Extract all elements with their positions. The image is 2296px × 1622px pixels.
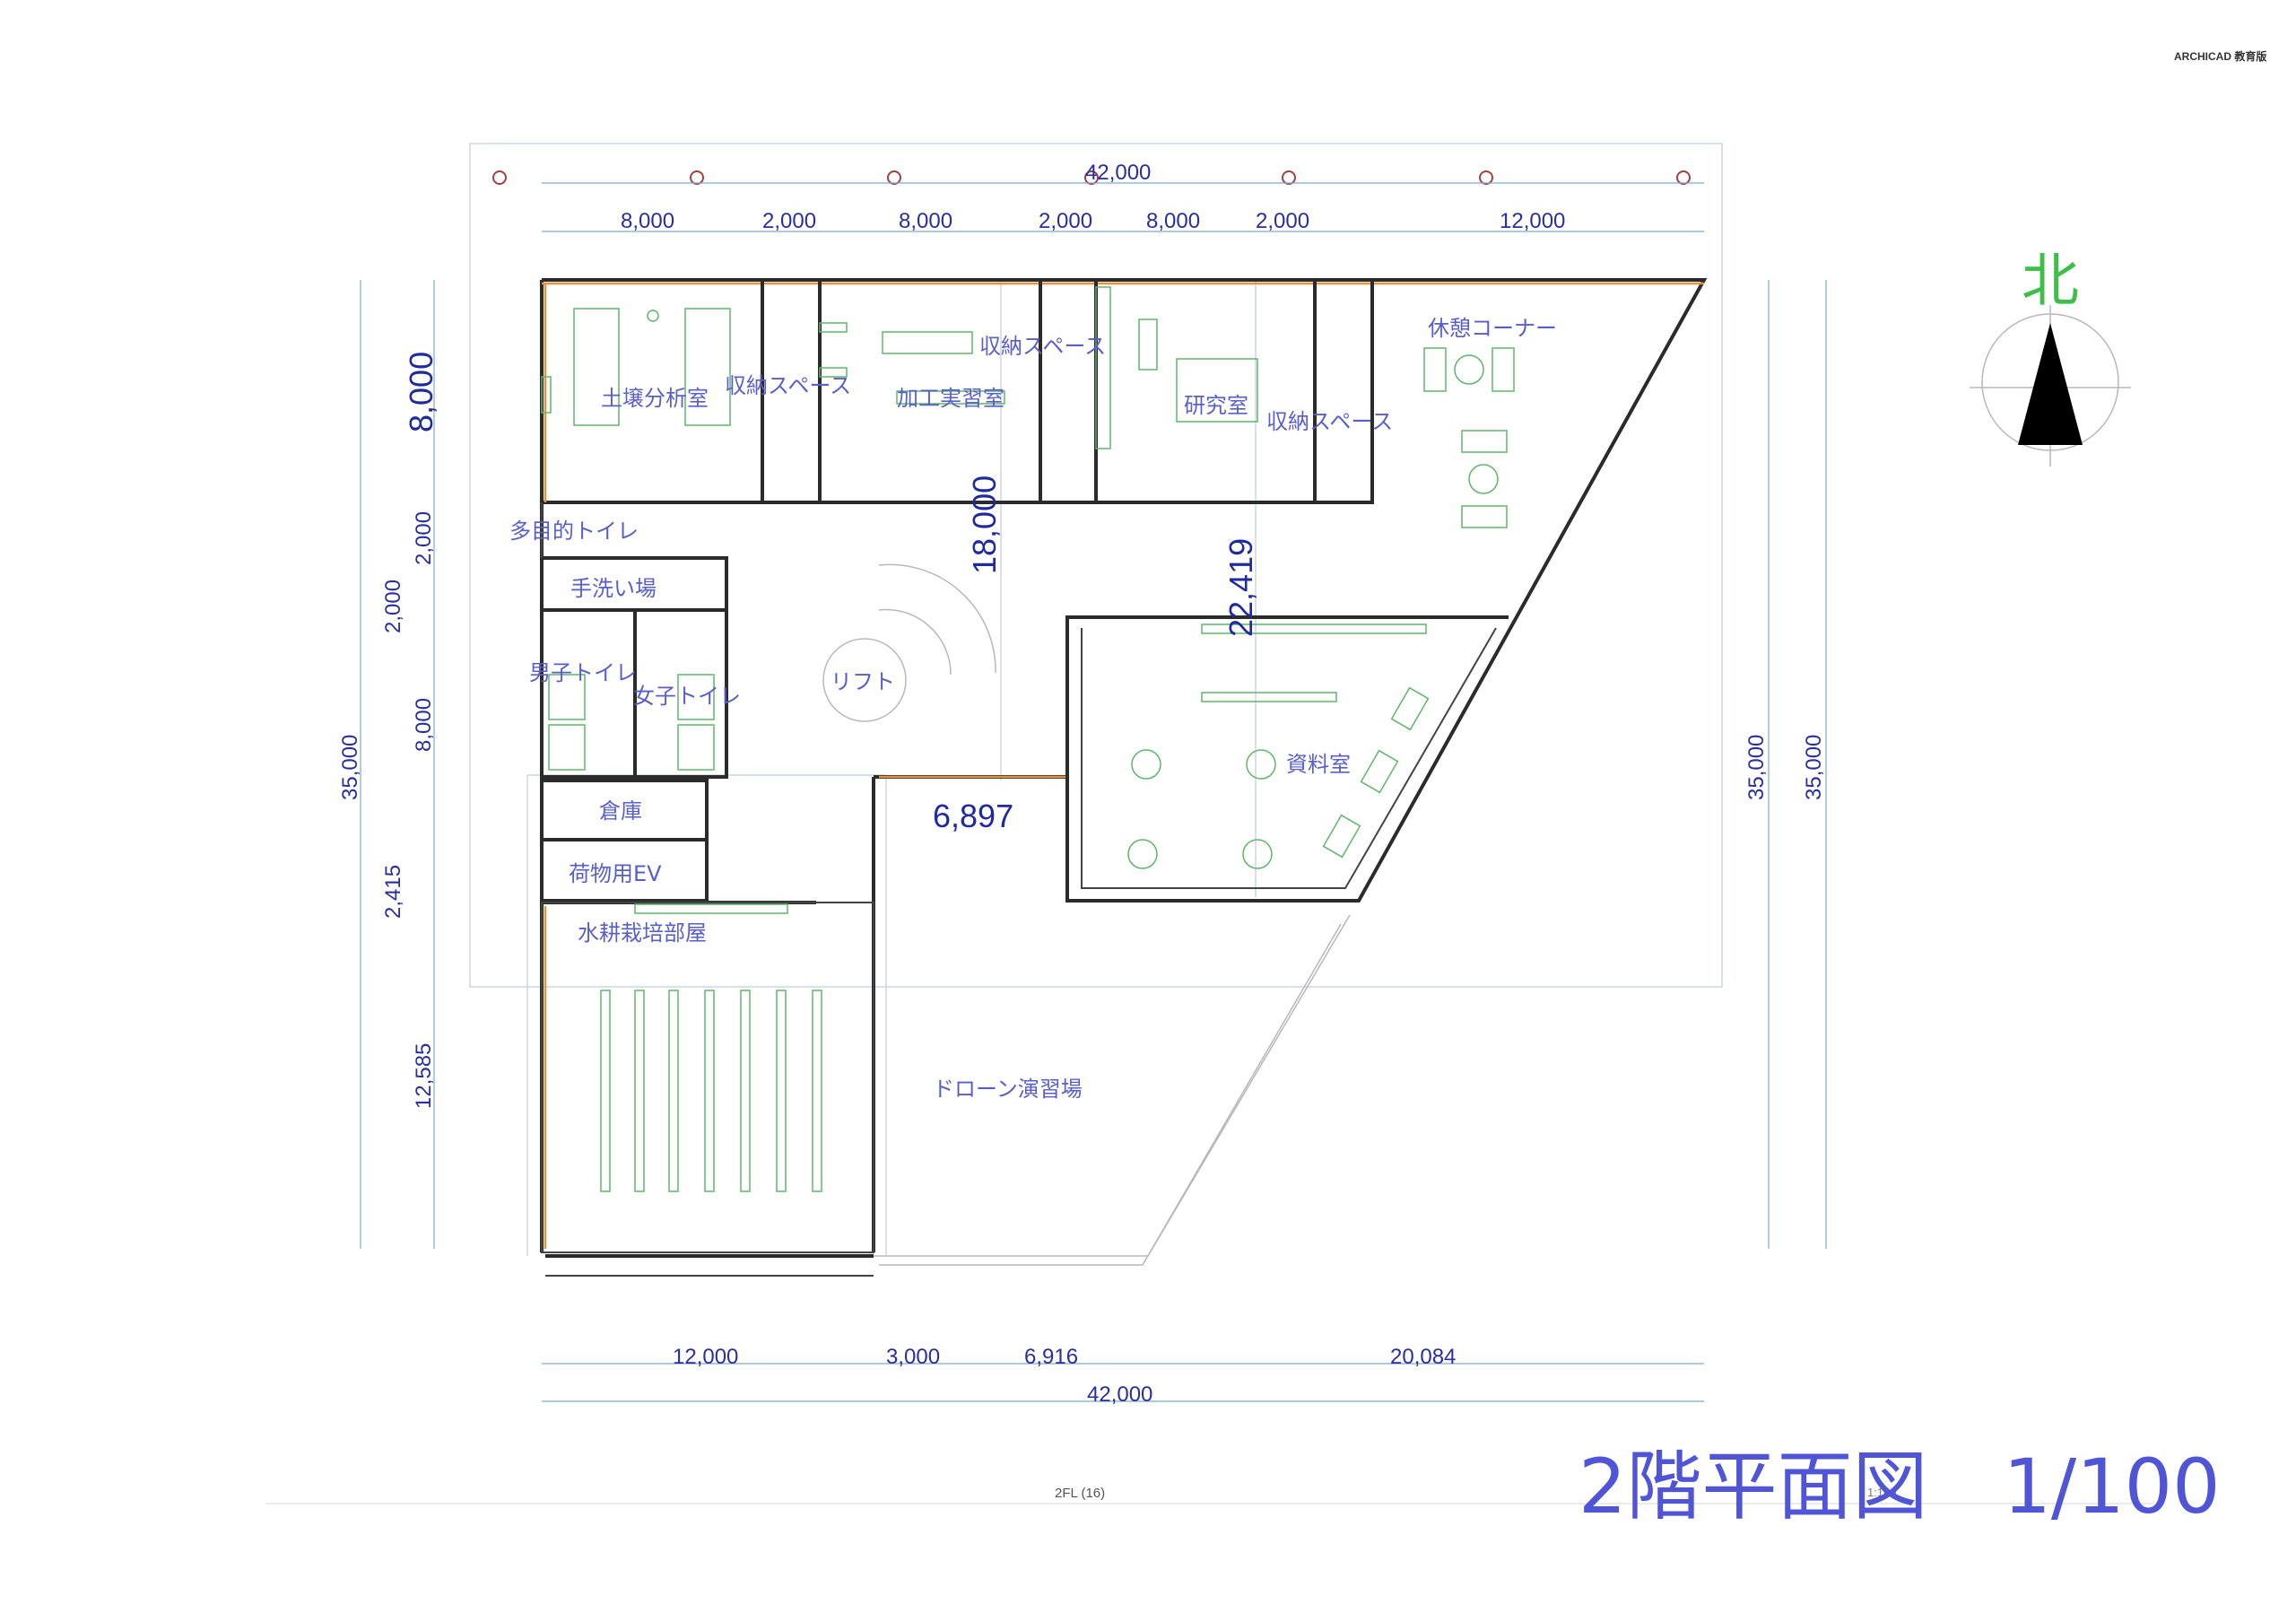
room-label-lift: リフト: [831, 669, 895, 694]
room-label-hydroponics: 水耕栽培部屋: [578, 920, 707, 946]
room-label-mens: 男子トイレ: [529, 660, 637, 685]
dim-top-8000-b: 8,000: [899, 209, 952, 233]
library-room: [1065, 617, 1497, 901]
drone-area: [874, 914, 1351, 1266]
side-dimension-lines: [360, 280, 1827, 1249]
brand-label: ARCHICAD 教育版: [2174, 50, 2267, 63]
dim-right-35000-a: 35,000: [1744, 735, 1769, 800]
grid-column-markers: [492, 170, 1691, 185]
room-labels: 土壌分析室 収納スペース 加工実習室 収納スペース 研究室 収納スペース 休憩コ…: [509, 316, 1557, 1102]
dim-top-total: 42,000: [1085, 161, 1151, 185]
dim-top-8000-c: 8,000: [1146, 209, 1200, 233]
dim-bottom-20084: 20,084: [1390, 1345, 1456, 1369]
lift-circle: [822, 638, 907, 722]
room-label-drone: ドローン演習場: [933, 1077, 1083, 1102]
room-label-lab: 研究室: [1184, 393, 1248, 418]
dim-bottom-3000: 3,000: [886, 1345, 940, 1369]
processing-furniture: [819, 322, 1005, 405]
dim-left-2000-b: 2,000: [381, 580, 405, 633]
toilet-block: [540, 502, 728, 779]
floor-label: 2FL (16): [1055, 1486, 1106, 1501]
top-dimension-lines: [542, 182, 1704, 1402]
grid-marker: [1479, 170, 1493, 185]
interior-guides: [526, 280, 1257, 1256]
dim-center-18000: 18,000: [966, 475, 1003, 574]
dim-center-6897: 6,897: [933, 798, 1013, 834]
room-label-lounge: 休憩コーナー: [1428, 316, 1557, 341]
dim-top-8000-a: 8,000: [621, 209, 674, 233]
room-label-handwash: 手洗い場: [570, 576, 657, 601]
dim-bottom-12000: 12,000: [673, 1345, 738, 1369]
dim-left-12585: 12,585: [412, 1043, 436, 1109]
dimension-labels: 42,000 8,000 2,000 8,000 2,000 8,000 2,0…: [338, 161, 1826, 1407]
room-label-multi-toilet: 多目的トイレ: [509, 519, 639, 544]
soil-lab-furniture: [541, 308, 731, 426]
room-label-womens: 女子トイレ: [633, 684, 741, 709]
dim-top-2000-c: 2,000: [1256, 209, 1309, 233]
dim-left-8000: 8,000: [412, 698, 436, 752]
dim-left-35000: 35,000: [338, 735, 362, 800]
lounge-furniture: [1423, 347, 1515, 528]
dim-left-8000-big: 8,000: [403, 352, 439, 432]
grid-marker: [1282, 170, 1296, 185]
site-outline: [469, 143, 1723, 988]
dim-center-22419: 22,419: [1222, 538, 1259, 637]
room-label-storage1: 収納スペース: [725, 373, 851, 398]
toilet-fixtures: [548, 674, 715, 771]
dim-top-12000: 12,000: [1500, 209, 1565, 233]
room-label-library: 資料室: [1286, 752, 1351, 777]
dim-top-2000-a: 2,000: [762, 209, 816, 233]
lab-furniture: [1095, 286, 1258, 449]
dim-bottom-6916: 6,916: [1024, 1345, 1078, 1369]
north-arrow-icon: [1970, 305, 2131, 467]
room-label-freight-ev: 荷物用EV: [569, 861, 662, 886]
north-label: 北: [2022, 249, 2079, 315]
room-label-soil: 土壌分析室: [601, 386, 709, 411]
drawing-title: 2階平面図 1/100: [1578, 1443, 2221, 1530]
stair-and-lift: [822, 563, 996, 722]
dim-left-2415: 2,415: [381, 865, 405, 919]
dim-left-2000-a: 2,000: [412, 511, 436, 565]
dim-right-35000-b: 35,000: [1802, 735, 1826, 800]
grid-marker: [887, 170, 901, 185]
grid-marker: [690, 170, 704, 185]
room-label-storage3: 収納スペース: [1266, 409, 1393, 434]
grid-marker: [1676, 170, 1691, 185]
room-label-processing: 加工実習室: [897, 386, 1004, 411]
scale-label: 1:100: [1867, 1486, 1897, 1499]
room-label-storage2: 収納スペース: [979, 334, 1106, 359]
hydroponics-room: [541, 902, 874, 1277]
window-lines: [542, 282, 1704, 1249]
room-label-warehouse: 倉庫: [599, 798, 642, 824]
grid-marker: [1084, 170, 1099, 185]
top-room-partitions: [761, 278, 1374, 504]
dim-top-2000-b: 2,000: [1039, 209, 1092, 233]
dim-bottom-total: 42,000: [1087, 1382, 1152, 1407]
grid-marker: [492, 170, 507, 185]
